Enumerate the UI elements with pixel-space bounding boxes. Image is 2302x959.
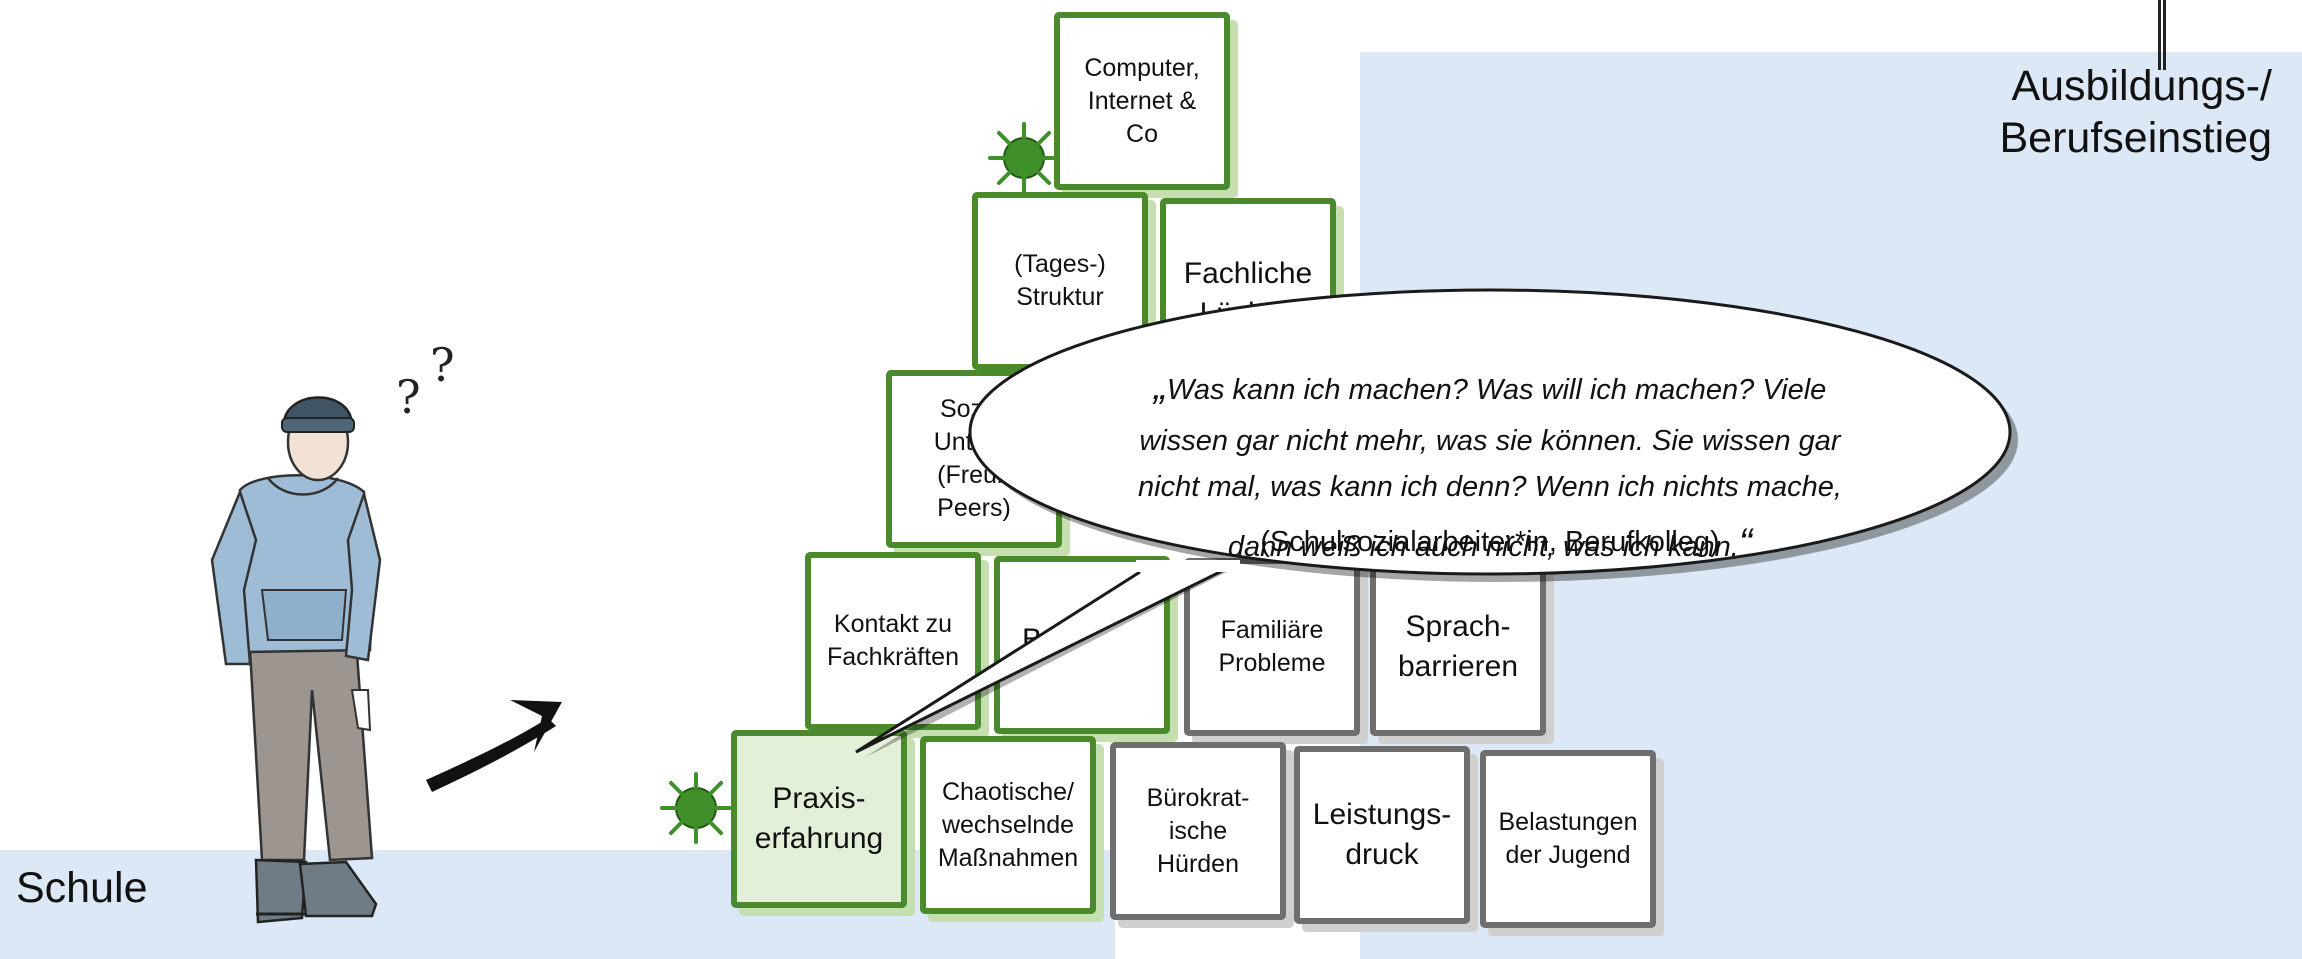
person-icon [210,396,382,924]
stage-label-school: Schule [16,864,148,912]
block-belastungen-label: Belastungen der Jugend [1498,808,1638,869]
block-sprach-label: Sprach- barrieren [1397,610,1519,683]
speech-bubble-quote: „Was kann ich machen? Was will ich mache… [1090,354,1890,575]
quote-body: Was kann ich machen? Was will ich machen… [1138,374,1842,563]
question-mark: ? [396,370,421,424]
block-computer-label: Computer, Internet & Co [1084,53,1200,148]
speech-bubble [855,288,2018,758]
stage-label-career: Ausbildungs-/ Berufseinstieg [1999,62,2273,163]
block-struktur-label: (Tages-) Struktur [1014,250,1106,311]
quote-close-mark: “ [1738,520,1753,565]
block-familiaere: Familiäre Probleme [1184,558,1360,736]
block-buerokrat-label: Bürokrat- ische Hürden [1146,783,1250,878]
block-kontakt: Kontakt zu Fachkräften [805,552,981,730]
block-leistung-label: Leistungs- druck [1312,798,1452,871]
block-leistung: Leistungs- druck [1294,746,1470,924]
block-sprach: Sprach- barrieren [1370,558,1546,736]
block-computer: Computer, Internet & Co [1054,12,1230,190]
block-kontakt-label: Kontakt zu Fachkräften [826,610,959,671]
block-familiaere-label: Familiäre Probleme [1218,616,1326,677]
block-chaotische: Chaotische/ wechselnde Maßnahmen [920,736,1096,914]
question-mark: ? [430,338,455,392]
speech-bubble-source: (Schulsozialarbeiter*in, Berufkolleg) [1260,526,1720,558]
arrow-icon [426,700,562,792]
block-belastungen: Belastungen der Jugend [1480,750,1656,928]
block-praxis-label: Praxis- erfahrung [754,782,884,855]
block-praxis: Praxis- erfahrung [731,730,907,908]
quote-open-mark: „ [1153,364,1168,408]
virus-icon [988,122,1060,194]
block-buerokrat: Bürokrat- ische Hürden [1110,742,1286,920]
signpost-pole [2158,0,2166,70]
block-chaotische-label: Chaotische/ wechselnde Maßnahmen [937,777,1079,872]
virus-icon [660,772,732,844]
